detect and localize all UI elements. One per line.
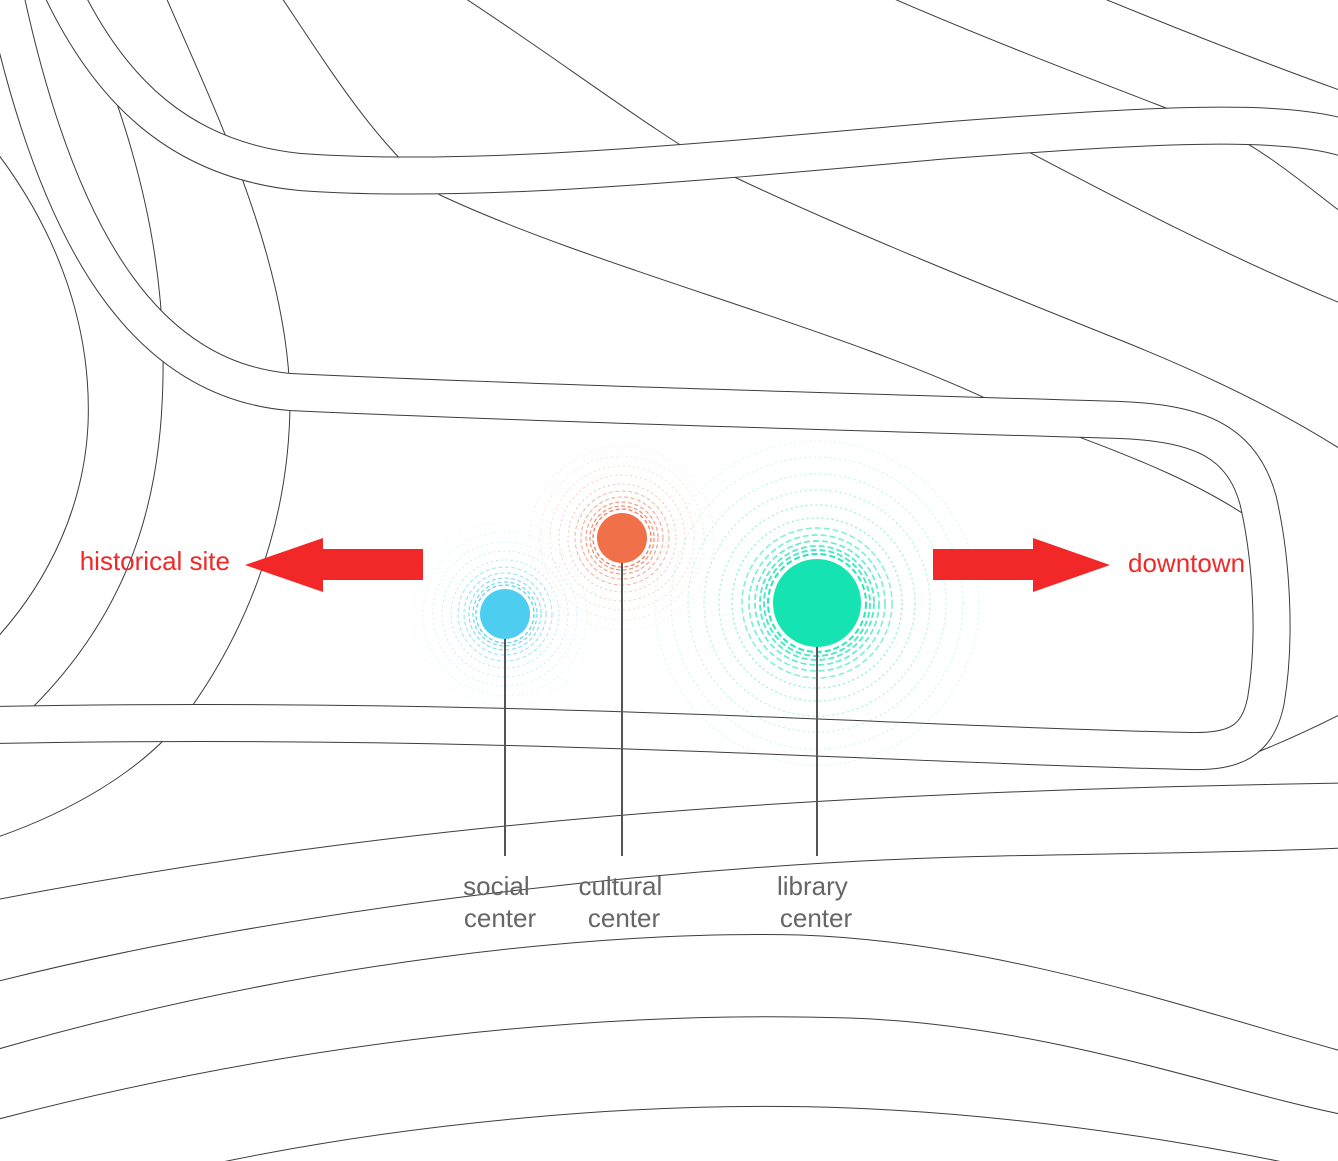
cultural-center-ring	[558, 474, 686, 602]
cultural-center-ring	[539, 455, 705, 621]
library-center-label-line2: center	[780, 903, 853, 933]
social-center-ring	[441, 550, 569, 678]
contour-line	[0, 155, 89, 636]
roads	[0, 0, 1338, 771]
library-center-ring	[703, 489, 931, 717]
social-center-ring	[432, 541, 578, 687]
social-center-label: social center	[463, 871, 537, 933]
social-center-ring	[468, 577, 542, 651]
library-center-ring	[718, 504, 916, 702]
cultural-center-ring	[567, 483, 677, 593]
social-center-ring	[412, 521, 598, 707]
library-center-ring	[731, 517, 903, 689]
contour-line	[0, 933, 1338, 1051]
contour-line	[0, 1016, 1338, 1120]
library-center-label: library center	[777, 871, 855, 933]
cultural-center-ring	[580, 496, 664, 580]
social-center-ring	[475, 584, 535, 644]
cultural-center-ring	[589, 505, 655, 571]
library-center-dot	[773, 559, 861, 647]
social-center-ring	[463, 572, 547, 656]
cultural-center-label: cultural center	[578, 871, 669, 933]
cultural-center-dot	[597, 513, 647, 563]
historical-site-label: historical site	[80, 546, 230, 576]
contour-line	[1105, 0, 1338, 90]
contour-line	[0, 782, 1338, 900]
cultural-center-label-line2: center	[588, 903, 661, 933]
cultural-center-rings	[529, 445, 715, 631]
cultural-center-ring	[585, 501, 659, 575]
loop-road-surface	[0, 0, 1272, 751]
library-center-ring	[654, 440, 980, 766]
cultural-center-ring	[592, 508, 652, 568]
library-center-ring	[748, 534, 886, 672]
social-center-ring	[422, 531, 588, 697]
cultural-center-ring	[529, 445, 715, 631]
library-center-rings	[654, 440, 980, 766]
contour-line	[282, 0, 1261, 526]
social-center-label-line2: center	[464, 903, 537, 933]
contour-line	[224, 1105, 1281, 1161]
library-center-ring	[754, 540, 880, 666]
contour-line	[466, 0, 1338, 449]
upper-road-surface	[46, 0, 1338, 194]
library-center-label-line1: library	[777, 871, 848, 901]
library-center-ring	[759, 545, 875, 661]
historical-site-arrow	[245, 538, 423, 592]
library-center-ring	[670, 456, 964, 750]
cultural-center-ring	[549, 465, 695, 611]
social-center-label-line1: social	[463, 871, 529, 901]
social-center-dot	[480, 589, 530, 639]
downtown-label: downtown	[1128, 548, 1245, 578]
downtown-arrow	[933, 538, 1110, 592]
contour-line	[0, 847, 1338, 982]
social-center-ring	[450, 559, 560, 669]
contour-line	[1024, 149, 1338, 303]
social-center-ring	[472, 581, 538, 647]
library-center-ring	[687, 473, 947, 733]
cultural-center-label-line1: cultural	[578, 871, 662, 901]
